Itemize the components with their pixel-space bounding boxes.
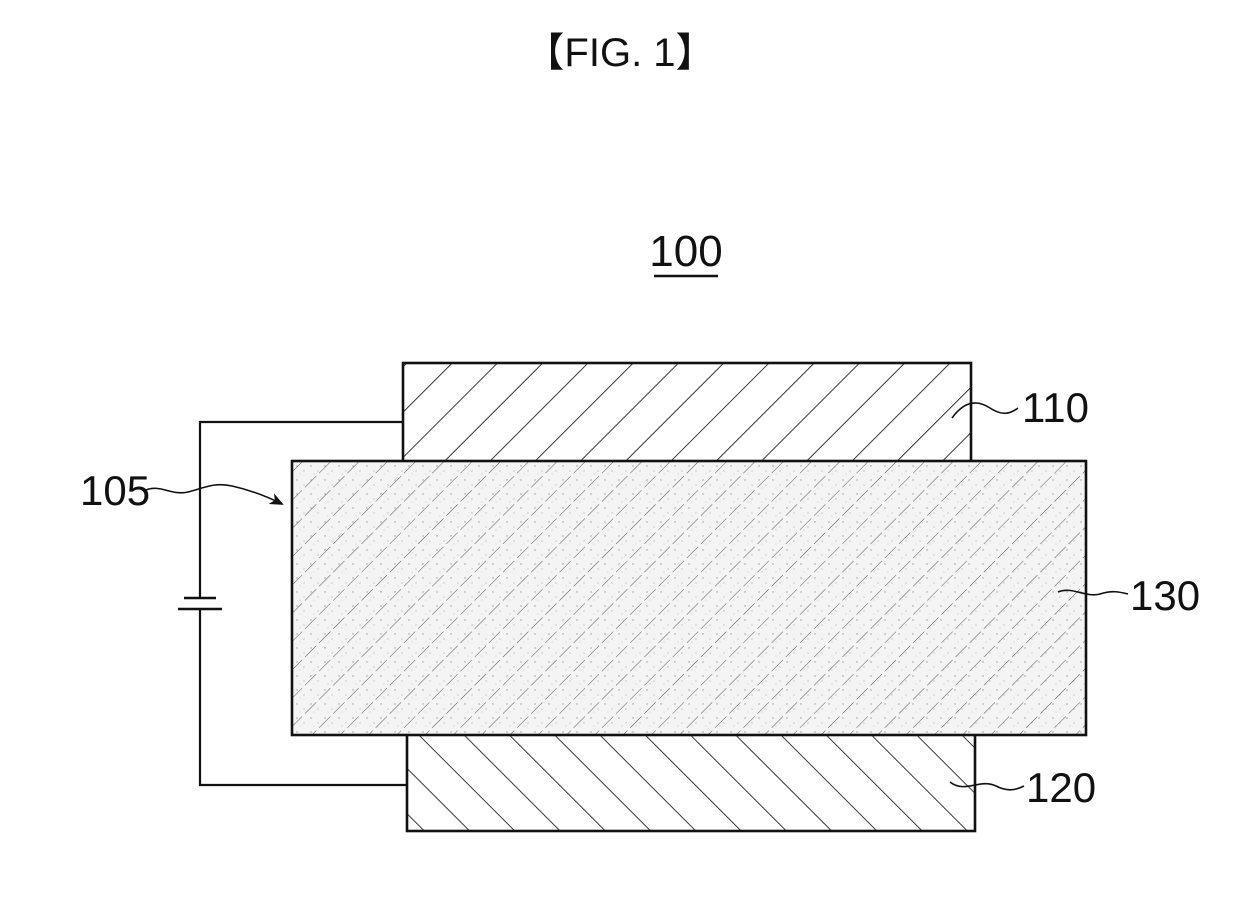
label-110: 110 xyxy=(1022,384,1089,431)
label-105: 105 xyxy=(80,467,150,514)
middle-layer xyxy=(292,461,1086,735)
label-120: 120 xyxy=(1026,764,1096,811)
leader-105-arrow xyxy=(146,485,282,504)
figure-title: 【FIG. 1】 xyxy=(524,31,715,75)
label-130: 130 xyxy=(1130,572,1200,619)
device-label: 100 xyxy=(649,227,722,276)
lower-electrode xyxy=(407,734,975,831)
upper-electrode xyxy=(403,363,971,466)
